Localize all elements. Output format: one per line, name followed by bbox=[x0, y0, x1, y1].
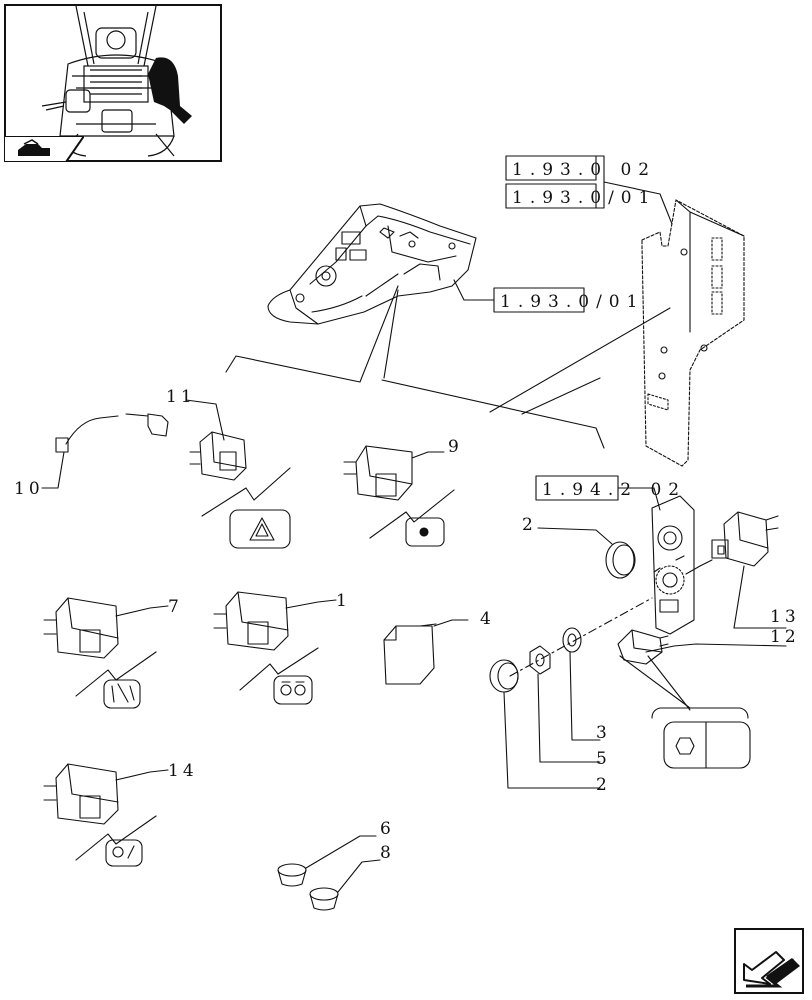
control-plate bbox=[651, 495, 695, 635]
ref-box-a bbox=[505, 155, 597, 181]
callout-9: 9 bbox=[448, 437, 463, 457]
callout-11: 11 bbox=[166, 387, 196, 407]
ref-box-b bbox=[505, 183, 597, 209]
lens-7 bbox=[103, 679, 141, 709]
rotary-switch-13 bbox=[685, 511, 787, 629]
pillar-panel bbox=[641, 199, 745, 467]
callout-7: 7 bbox=[168, 597, 183, 617]
switch-14 bbox=[43, 763, 169, 861]
callout-10: 10 bbox=[14, 479, 44, 499]
plug-6 bbox=[277, 835, 377, 887]
knob-2-lower bbox=[489, 659, 601, 789]
callout-8: 8 bbox=[380, 843, 395, 863]
callout-14: 14 bbox=[168, 761, 198, 781]
console-housing bbox=[267, 203, 477, 325]
button-lens-9 bbox=[405, 517, 445, 547]
lens-1 bbox=[273, 675, 313, 705]
cap-4 bbox=[383, 619, 469, 685]
switch-1 bbox=[213, 591, 337, 691]
nut-5 bbox=[529, 645, 601, 763]
hazard-switch-lens bbox=[229, 509, 291, 549]
washer-3 bbox=[562, 627, 601, 741]
callout-4: 4 bbox=[480, 609, 495, 629]
callout-3: 3 bbox=[596, 723, 611, 743]
plug-8 bbox=[309, 859, 381, 911]
ref-text-b: 1.93.0/01 bbox=[512, 188, 656, 208]
rocker-switch-12 bbox=[617, 629, 787, 711]
next-page-arrow-icon bbox=[743, 951, 800, 988]
lens-14 bbox=[105, 839, 143, 867]
callout-12: 12 bbox=[770, 627, 800, 647]
tractor-cab-thumbnail-icon bbox=[41, 6, 192, 157]
ref-text-c: 1.93.0/01 bbox=[500, 292, 644, 312]
switch-7 bbox=[43, 597, 169, 697]
switch-9 bbox=[343, 445, 455, 539]
next-page-button[interactable] bbox=[734, 928, 804, 994]
callout-6: 6 bbox=[380, 819, 395, 839]
section-tab bbox=[3, 135, 86, 163]
callout-1: 1 bbox=[336, 591, 351, 611]
ref-text-d: 1.94.2 02 bbox=[542, 480, 686, 500]
callout-2-upper: 2 bbox=[522, 515, 537, 535]
wiring-harness bbox=[41, 413, 169, 489]
switch-11 bbox=[185, 399, 291, 517]
ref-text-a: 1.93.0 02 bbox=[512, 160, 656, 180]
callout-13: 13 bbox=[770, 607, 800, 627]
callout-2-lower: 2 bbox=[596, 775, 611, 795]
rocker-lens bbox=[651, 707, 751, 769]
callout-5: 5 bbox=[596, 749, 611, 769]
tractor-section-icon bbox=[3, 135, 86, 163]
knob-2-upper bbox=[537, 527, 636, 579]
